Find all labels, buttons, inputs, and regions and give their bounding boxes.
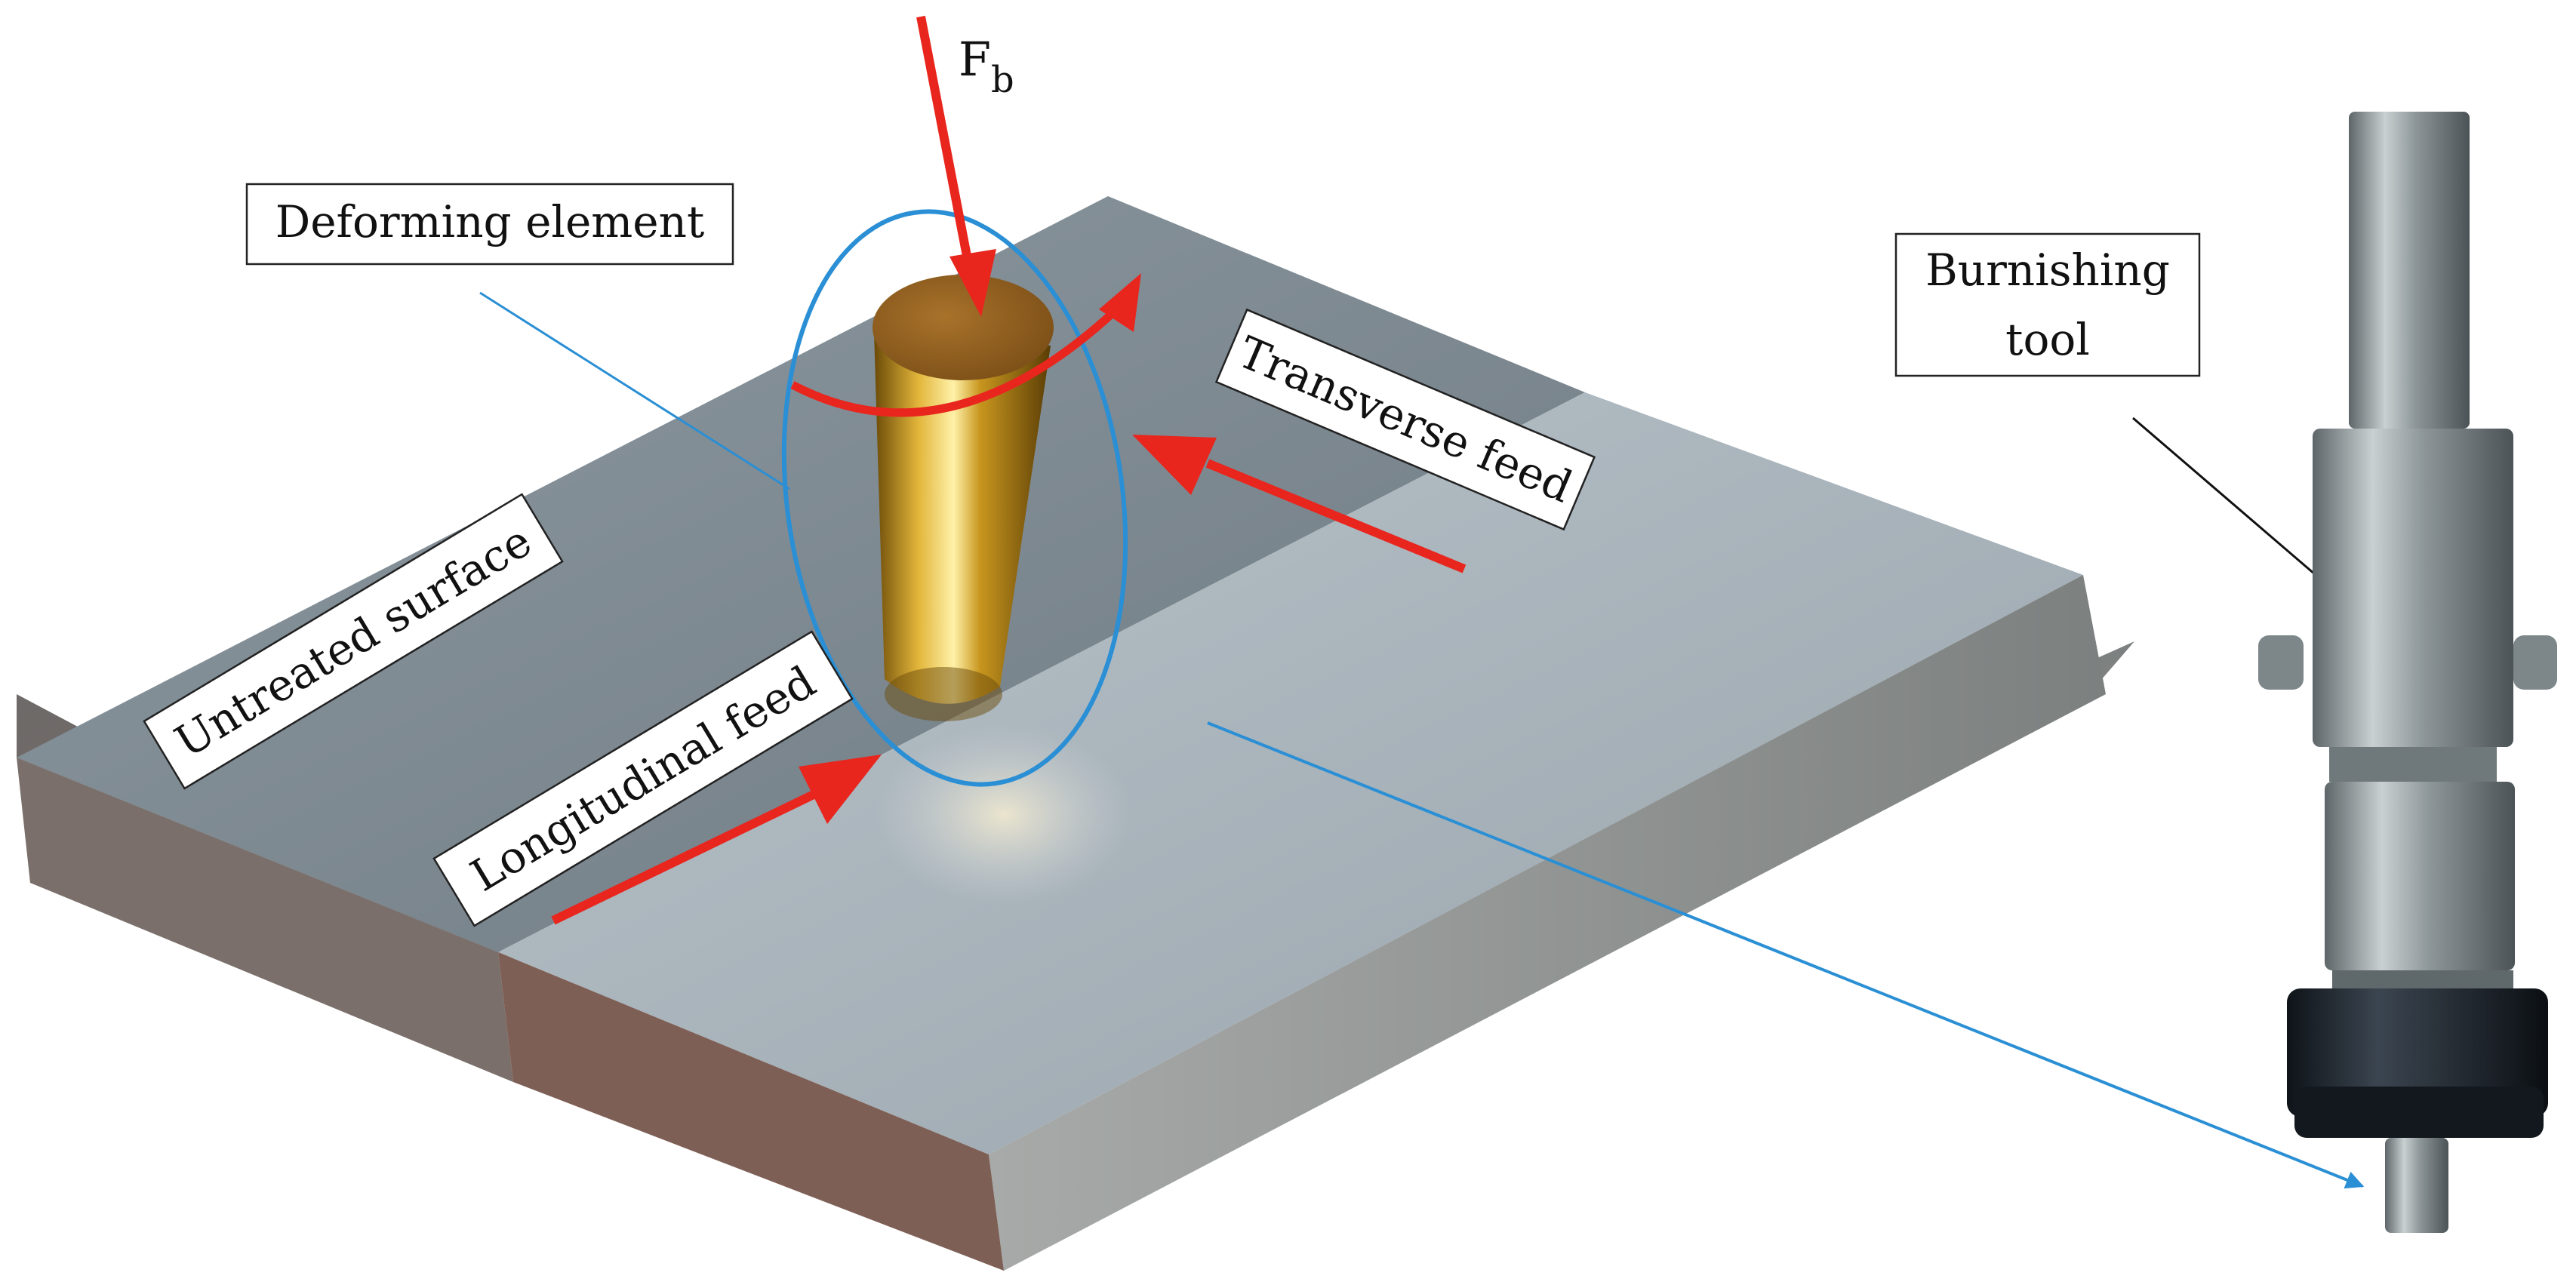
transverse-feed-arrow bbox=[1132, 435, 1467, 573]
plate-side-left-face-treated bbox=[498, 952, 1004, 1271]
workpiece-plate bbox=[17, 196, 2134, 1271]
deforming-element-label: Deforming element bbox=[275, 196, 705, 247]
tool-callout-arrow bbox=[1207, 721, 2365, 1189]
plate-side-left-face bbox=[17, 758, 513, 1082]
burnishing-tool-label-line2: tool bbox=[2005, 314, 2090, 365]
deforming-element-leader bbox=[479, 291, 790, 490]
burnishing-tool-label-box: Burnishing tool bbox=[1894, 232, 2201, 377]
force-arrow bbox=[916, 15, 996, 317]
focus-ellipse bbox=[781, 209, 1128, 787]
force-label: Fb bbox=[959, 32, 1014, 101]
longitudinal-feed-arrow bbox=[551, 755, 882, 925]
burnishing-tool-label-line1: Burnishing bbox=[1925, 244, 2170, 296]
burnishing-tool-image bbox=[2258, 112, 2557, 1233]
deforming-element-cylinder bbox=[873, 275, 1054, 721]
plate-side-front-face bbox=[989, 575, 2106, 1271]
deforming-element-label-box: Deforming element bbox=[245, 183, 734, 266]
rotation-arrow bbox=[790, 273, 1141, 417]
plate-top-treated bbox=[498, 392, 2083, 1154]
contact-glow bbox=[876, 724, 1132, 905]
